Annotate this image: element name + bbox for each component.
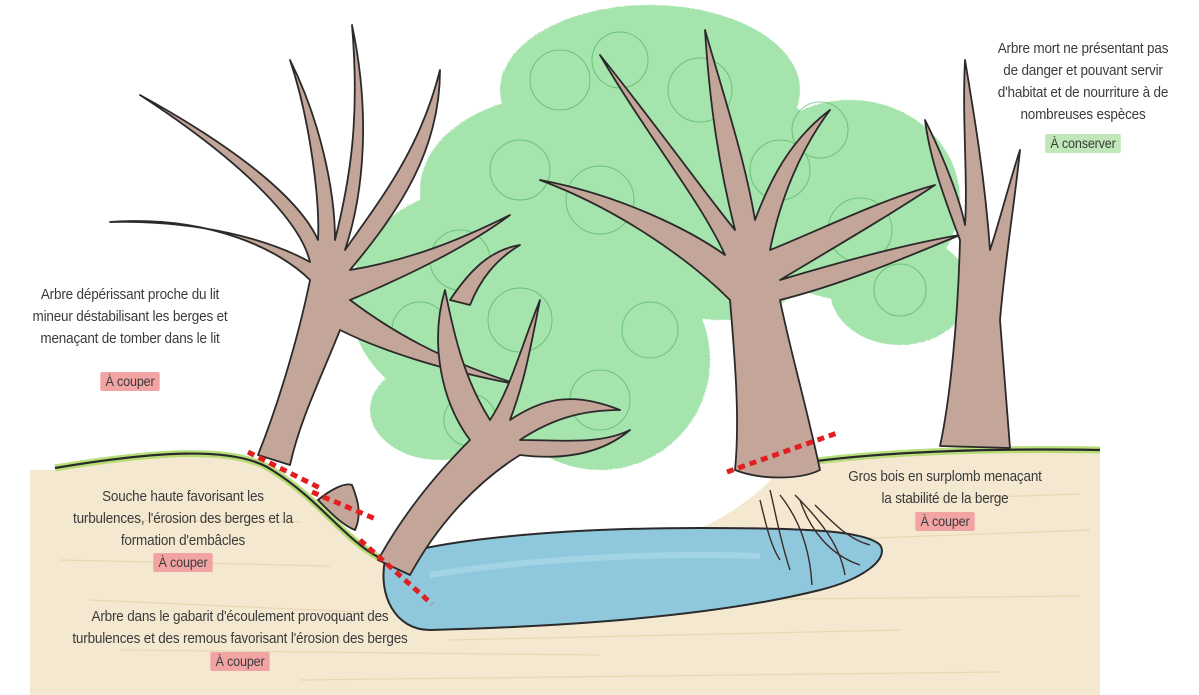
annotation-text: Arbre dépérissant proche du lit	[13, 284, 247, 306]
cut-tag: À couper	[100, 372, 160, 391]
annotation-text: d'habitat et de nourriture à de	[980, 82, 1187, 104]
annotation-text: nombreuses espèces	[980, 104, 1187, 126]
annotation-dead-tree: Arbre mort ne présentant pas de danger e…	[980, 38, 1187, 155]
annotation-dying-tree: Arbre dépérissant proche du lit mineur d…	[13, 284, 247, 393]
annotation-text: Arbre dans le gabarit d'écoulement provo…	[60, 606, 420, 628]
annotation-channel-tree: Arbre dans le gabarit d'écoulement provo…	[60, 606, 420, 673]
keep-tag: À conserver	[1045, 134, 1121, 153]
annotation-text: de danger et pouvant servir	[980, 60, 1187, 82]
cut-tag: À couper	[153, 553, 213, 572]
annotation-text: Souche haute favorisant les	[62, 486, 305, 508]
annotation-text: la stabilité de la berge	[833, 488, 1058, 510]
annotation-overhang-wood: Gros bois en surplomb menaçant la stabil…	[833, 466, 1058, 533]
annotation-text: menaçant de tomber dans le lit	[13, 328, 247, 350]
annotation-text: mineur déstabilisant les berges et	[13, 306, 247, 328]
annotation-text: turbulences, l'érosion des berges et la	[62, 508, 305, 530]
cut-tag: À couper	[210, 652, 270, 671]
annotation-high-stump: Souche haute favorisant les turbulences,…	[62, 486, 305, 574]
annotation-text: formation d'embâcles	[62, 530, 305, 552]
cut-tag: À couper	[915, 512, 975, 531]
annotation-text: Arbre mort ne présentant pas	[980, 38, 1187, 60]
annotation-text: turbulences et des remous favorisant l'é…	[60, 628, 420, 650]
annotation-text: Gros bois en surplomb menaçant	[833, 466, 1058, 488]
